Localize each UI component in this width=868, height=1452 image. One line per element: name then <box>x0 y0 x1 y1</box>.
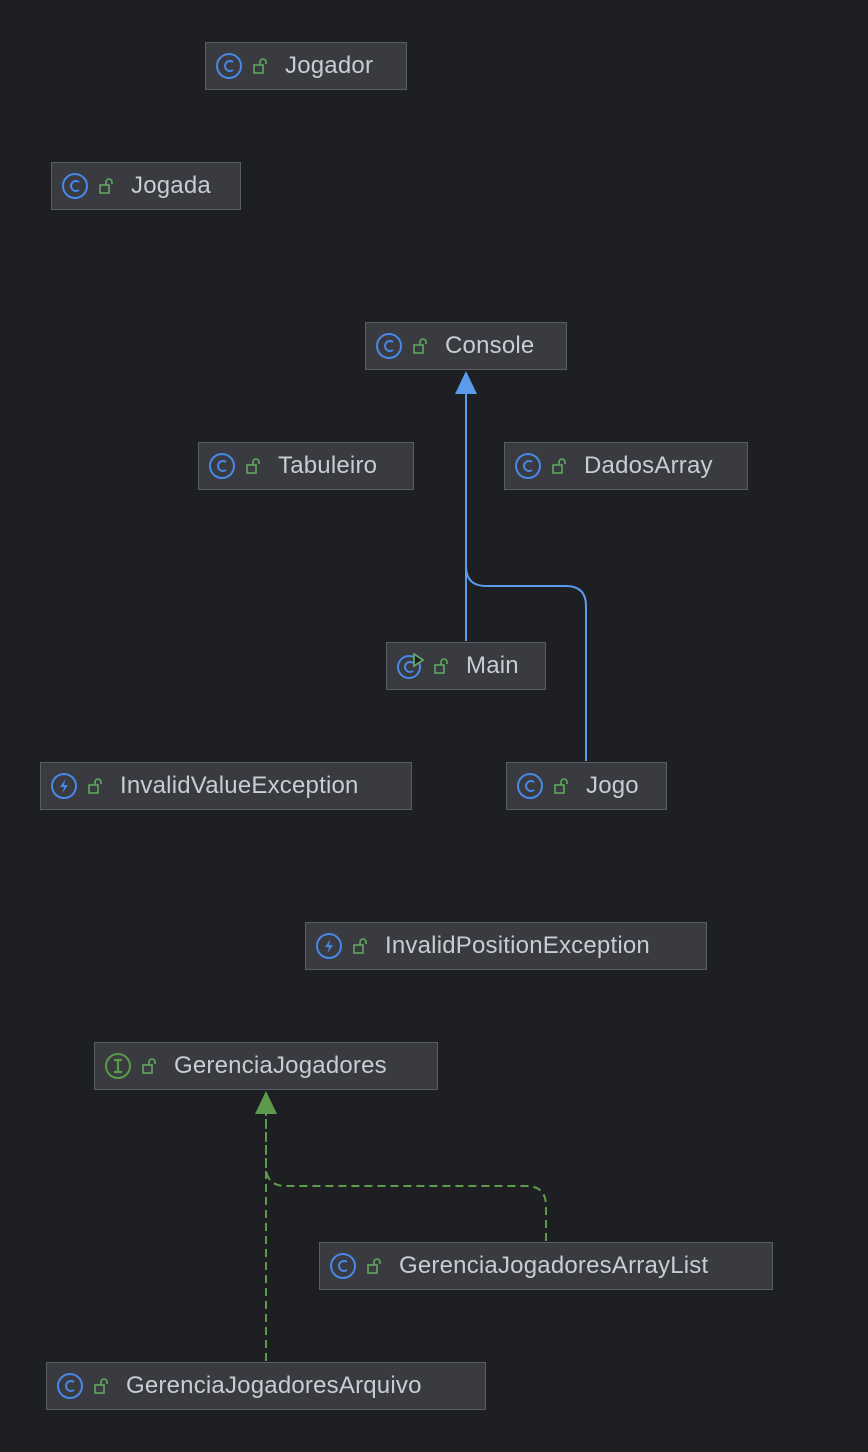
class-icon <box>61 172 89 200</box>
unlock-icon <box>140 1056 160 1076</box>
class-icon <box>329 1252 357 1280</box>
node-label: GerenciaJogadoresArrayList <box>399 1252 709 1279</box>
unlock-icon <box>411 336 431 356</box>
node-jogador[interactable]: Jogador <box>205 42 407 90</box>
node-invalidvalueexception[interactable]: InvalidValueException <box>40 762 412 810</box>
class-icon <box>514 452 542 480</box>
unlock-icon <box>251 56 271 76</box>
node-label: InvalidPositionException <box>385 932 650 959</box>
node-label: GerenciaJogadoresArquivo <box>126 1372 422 1399</box>
node-label: Jogo <box>586 772 639 799</box>
node-gerenciajogadores[interactable]: GerenciaJogadores <box>94 1042 438 1090</box>
node-invalidpositionexception[interactable]: InvalidPositionException <box>305 922 707 970</box>
class-icon <box>215 52 243 80</box>
exception-icon <box>50 772 78 800</box>
node-label: Main <box>466 652 519 679</box>
node-label: DadosArray <box>584 452 713 479</box>
unlock-icon <box>92 1376 112 1396</box>
node-tabuleiro[interactable]: Tabuleiro <box>198 442 414 490</box>
unlock-icon <box>432 656 452 676</box>
node-gerenciajogadoresarquivo[interactable]: GerenciaJogadoresArquivo <box>46 1362 486 1410</box>
inheritance-arrowhead-console <box>455 371 477 394</box>
class-icon <box>516 772 544 800</box>
unlock-icon <box>244 456 264 476</box>
class-icon <box>208 452 236 480</box>
implementation-arrowhead-gerenciajogadores <box>255 1091 277 1114</box>
node-dadosarray[interactable]: DadosArray <box>504 442 748 490</box>
node-label: InvalidValueException <box>120 772 359 799</box>
class-icon <box>375 332 403 360</box>
edge-jogo-console <box>465 394 587 761</box>
unlock-icon <box>365 1256 385 1276</box>
node-label: Console <box>445 332 535 359</box>
node-label: GerenciaJogadores <box>174 1052 387 1079</box>
unlock-icon <box>552 776 572 796</box>
node-label: Jogada <box>131 172 211 199</box>
class-icon <box>56 1372 84 1400</box>
edge-arraylist-gerenciajogadores <box>265 1114 547 1241</box>
node-jogo[interactable]: Jogo <box>506 762 667 810</box>
node-console[interactable]: Console <box>365 322 567 370</box>
node-gerenciajogadoresarraylist[interactable]: GerenciaJogadoresArrayList <box>319 1242 773 1290</box>
unlock-icon <box>550 456 570 476</box>
node-label: Tabuleiro <box>278 452 378 479</box>
unlock-icon <box>86 776 106 796</box>
runnable-class-icon <box>396 652 424 680</box>
interface-icon <box>104 1052 132 1080</box>
node-label: Jogador <box>285 52 374 79</box>
node-jogada[interactable]: Jogada <box>51 162 241 210</box>
unlock-icon <box>97 176 117 196</box>
node-main[interactable]: Main <box>386 642 546 690</box>
unlock-icon <box>351 936 371 956</box>
exception-icon <box>315 932 343 960</box>
